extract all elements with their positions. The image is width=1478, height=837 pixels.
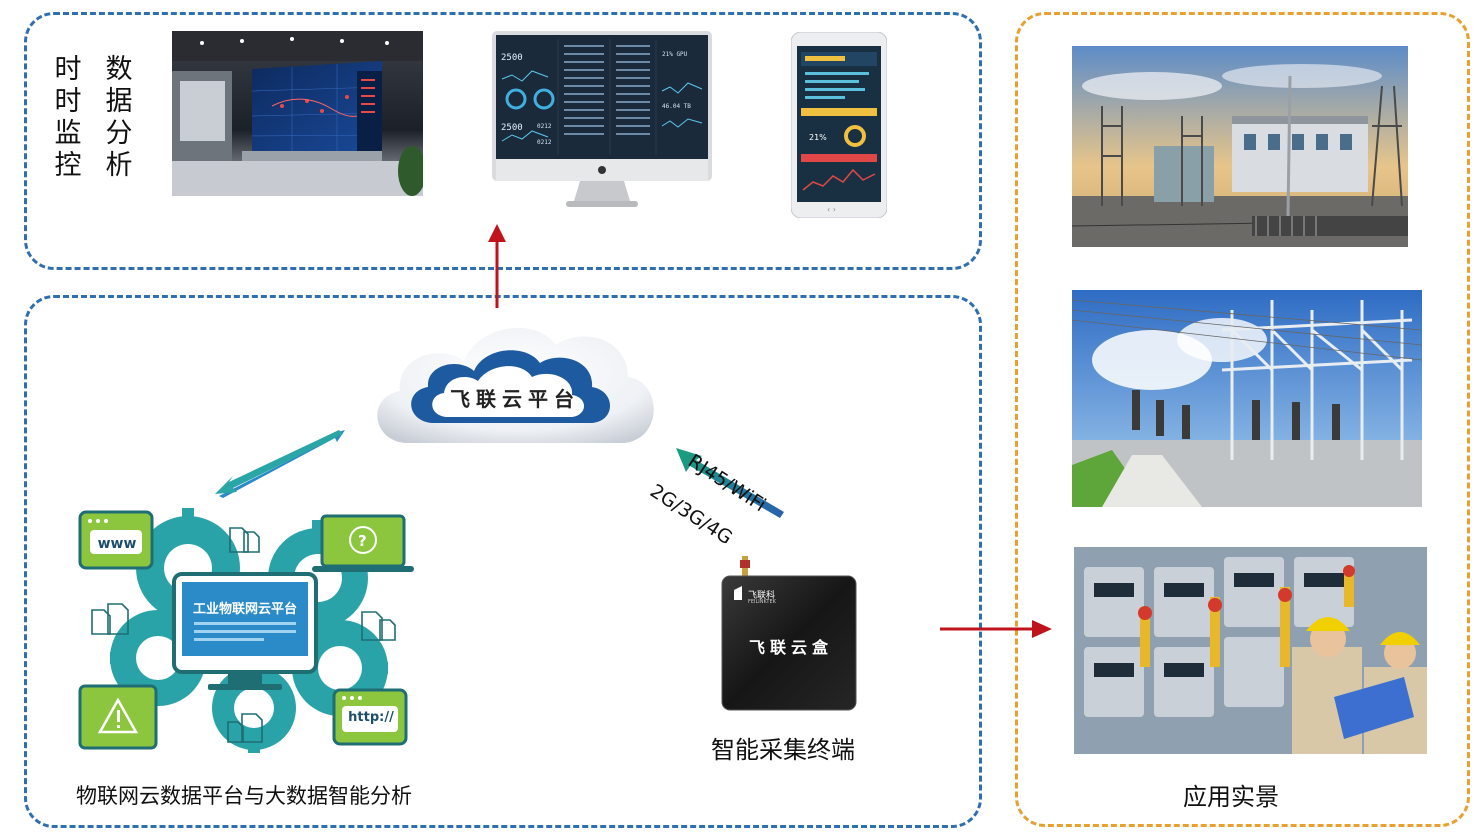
arrow-right-to-scenes: [940, 620, 1052, 638]
device-label: 飞联云盒: [748, 638, 833, 657]
bidirectional-arrow: [215, 430, 345, 498]
cloud-platform: 飞联云平台: [366, 315, 664, 460]
application-scenes-caption: 应用实景: [1183, 783, 1279, 811]
realtime-monitoring-label: 时 时 监 控: [54, 54, 82, 181]
iot-platform-illustration: ? 工业物联网云平台 www http://: [78, 508, 418, 753]
svg-text:21%: 21%: [809, 133, 827, 142]
top-panel: [24, 12, 982, 270]
control-room-image: [172, 31, 423, 196]
monitor-value-1: 2500: [501, 53, 523, 63]
network-link-arrow: [676, 448, 784, 518]
bottom-left-panel: [24, 295, 982, 828]
arrow-up-to-monitoring: [488, 224, 506, 308]
smartphone: 21% ‹ ›: [790, 31, 888, 219]
platform-screen-title: 工业物联网云平台: [192, 602, 297, 617]
device-caption: 智能采集终端: [711, 736, 855, 764]
svg-text:?: ?: [358, 532, 367, 550]
right-panel: [1015, 12, 1470, 827]
http-icon-label: http://: [348, 710, 394, 725]
worker-inspection-photo: [1074, 547, 1427, 754]
cloud-platform-label: 飞联云平台: [450, 387, 580, 411]
monitor-value-2: 2500: [501, 123, 523, 133]
device-brand-sub: FEILINKTEK: [748, 599, 776, 605]
desktop-monitor: 2500 2500 0212 0212 21% GPU 46.04 TB: [492, 31, 712, 209]
monitor-value-4: 0212: [537, 139, 552, 146]
device-brand: 飞联科: [748, 591, 776, 601]
svg-text:‹ ›: ‹ ›: [827, 205, 836, 214]
www-icon-label: www: [97, 536, 137, 552]
monitor-tag-storage: 46.04 TB: [662, 103, 691, 110]
data-analysis-label: 数 据 分 析: [105, 54, 133, 181]
substation-photo-2: [1072, 290, 1422, 507]
smart-collection-terminal: 飞联科 FEILINKTEK 飞联云盒: [718, 556, 860, 714]
monitor-tag-gpu: 21% GPU: [662, 51, 688, 58]
platform-caption: 物联网云数据平台与大数据智能分析: [76, 784, 412, 808]
substation-photo-1: [1072, 46, 1408, 247]
monitor-value-3: 0212: [537, 123, 552, 130]
